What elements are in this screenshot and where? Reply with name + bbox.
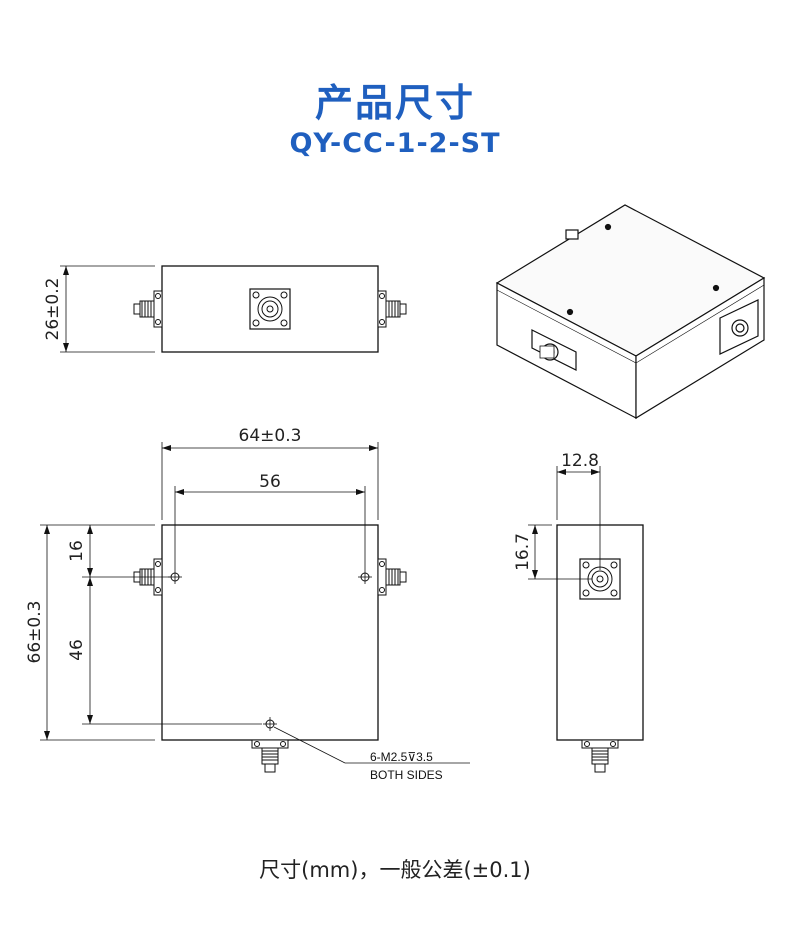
connector-right-icon bbox=[377, 290, 407, 328]
hole-vertical-spacing-label: 46 bbox=[67, 639, 87, 661]
connector-left-icon bbox=[133, 290, 163, 328]
hole-spacing-label: 56 bbox=[259, 472, 281, 492]
footer-note: 尺寸(mm)，一般公差(±0.1) bbox=[259, 858, 531, 882]
model-number: QY-CC-1-2-ST bbox=[289, 128, 501, 159]
side-view: 26±0.2 bbox=[43, 265, 407, 353]
port-offset-y-label: 16.7 bbox=[513, 533, 533, 571]
port-offset-x-label: 12.8 bbox=[561, 451, 599, 471]
top-view: 64±0.3 56 66±0.3 16 46 6-M2.5⊽3.5 BOTH S… bbox=[25, 426, 470, 782]
isometric-view bbox=[495, 204, 766, 420]
front-view: 12.8 16.7 bbox=[513, 451, 644, 773]
connector-face-icon bbox=[249, 288, 291, 330]
both-sides-note: BOTH SIDES bbox=[370, 768, 443, 782]
page-title: 产品尺寸 bbox=[314, 81, 475, 125]
height-label: 66±0.3 bbox=[25, 601, 45, 664]
hole-top-offset-label: 16 bbox=[67, 540, 87, 562]
side-height-label: 26±0.2 bbox=[43, 278, 63, 341]
width-label: 64±0.3 bbox=[239, 426, 302, 446]
thread-callout: 6-M2.5⊽3.5 bbox=[370, 750, 433, 764]
